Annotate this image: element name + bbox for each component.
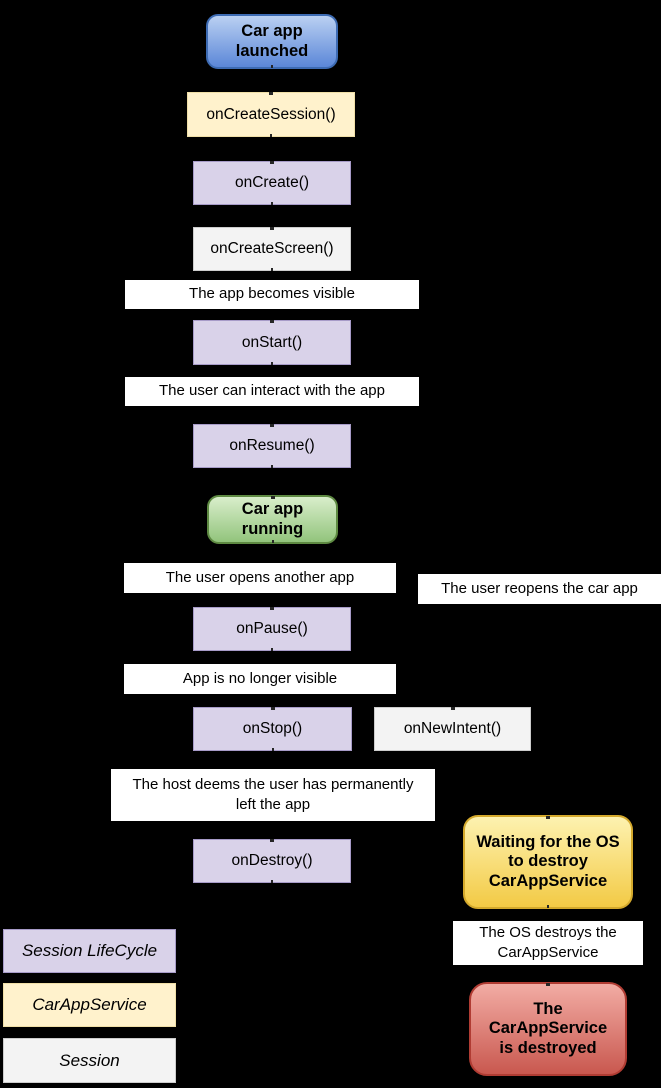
note-app-no-longer-visible: App is no longer visible xyxy=(124,664,396,694)
note-app-becomes-visible: The app becomes visible xyxy=(125,280,419,309)
node-on-create: onCreate() xyxy=(193,161,351,205)
node-on-create-screen: onCreateScreen() xyxy=(193,227,351,271)
node-on-new-intent: onNewIntent() xyxy=(374,707,531,751)
node-car-app-running: Car app running xyxy=(207,495,338,544)
note-user-opens-another-app: The user opens another app xyxy=(124,563,396,593)
node-carappservice-destroyed: The CarAppService is destroyed xyxy=(469,982,627,1076)
node-on-create-session: onCreateSession() xyxy=(187,92,355,137)
note-os-destroys-carappservice: The OS destroys the CarAppService xyxy=(453,921,643,965)
node-on-stop: onStop() xyxy=(193,707,352,751)
node-on-start: onStart() xyxy=(193,320,351,365)
node-on-destroy: onDestroy() xyxy=(193,839,351,883)
node-car-app-launched: Car app launched xyxy=(206,14,338,69)
legend-item-session-lifecycle: Session LifeCycle xyxy=(3,929,176,973)
note-user-can-interact: The user can interact with the app xyxy=(125,377,419,406)
note-user-reopens-car-app: The user reopens the car app xyxy=(418,574,661,604)
legend-item-carappservice: CarAppService xyxy=(3,983,176,1027)
node-waiting-os-destroy: Waiting for the OS to destroy CarAppServ… xyxy=(463,815,633,909)
node-on-resume: onResume() xyxy=(193,424,351,468)
node-on-pause: onPause() xyxy=(193,607,351,651)
legend-item-session: Session xyxy=(3,1038,176,1083)
note-host-deems-left: The host deems the user has permanently … xyxy=(111,769,435,821)
